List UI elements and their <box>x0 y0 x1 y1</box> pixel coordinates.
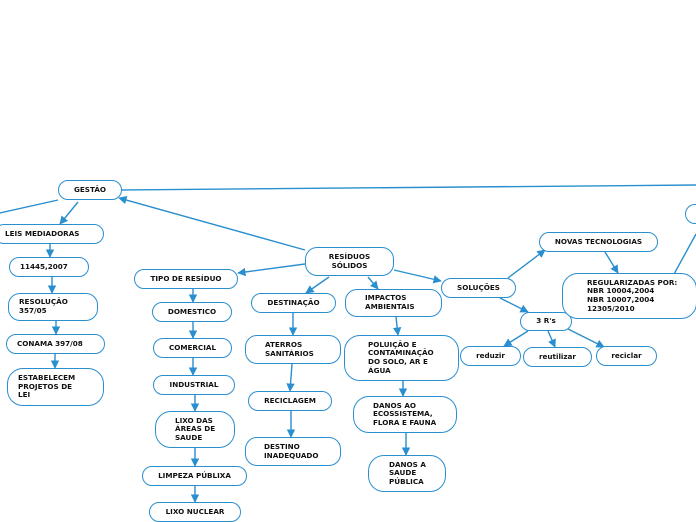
line-aterros-reciclagem <box>286 363 295 392</box>
line-residuos-impactos <box>367 276 379 290</box>
line-gestao-left <box>0 199 59 214</box>
node-novas-tecnologias[interactable]: NOVAS TECNOLOGIAS <box>539 232 658 252</box>
line-residuos-solucoes <box>393 269 442 284</box>
node-gestao[interactable]: GESTÃO <box>58 180 122 200</box>
node-resolucao-357[interactable]: RESOLUÇÃO 357/05 <box>8 293 98 321</box>
line-novas-regularizadas <box>604 251 619 274</box>
node-regularizadas[interactable]: REGULARIZADAS POR: NBR 10004,2004 NBR 10… <box>562 273 696 319</box>
node-limpeza-publica[interactable]: LIMPEZA PÚBLIXA <box>142 466 247 486</box>
node-reciclagem[interactable]: RECICLAGEM <box>248 391 332 411</box>
node-destino-inadequado[interactable]: DESTINO INADEQUADO <box>245 437 341 466</box>
node-destinacao[interactable]: DESTINAÇÃO <box>251 293 336 313</box>
node-impactos-ambientais[interactable]: IMPACTOS AMBIENTAIS <box>345 289 442 317</box>
line-3rs-reduzir <box>503 330 529 347</box>
node-lei-11445[interactable]: 11445,2007 <box>9 257 89 277</box>
node-danos-ecossistema[interactable]: DANOS AO ECOSSISTEMA, FLORA E FAUNA <box>353 396 457 433</box>
line-gestao-leis <box>59 201 79 225</box>
line-residuos-tipo <box>237 263 306 277</box>
node-industrial[interactable]: INDUSTRIAL <box>153 375 235 395</box>
line-residuos-destinacao <box>305 276 330 294</box>
line-solucoes-3rs <box>499 297 529 313</box>
line-3rs-reciclar <box>567 328 605 348</box>
node-reutilizar[interactable]: reutilizar <box>523 347 592 367</box>
node-lixo-nuclear[interactable]: LIXO NUCLEAR <box>149 502 241 522</box>
node-poluicao[interactable]: POLUIÇÃO E CONTAMINAÇÃO DO SOLO, AR E ÁG… <box>344 335 459 381</box>
node-lixo-areas-saude[interactable]: LIXO DAS ÁREAS DE SAUDE <box>155 411 235 448</box>
line-residuos-gestao <box>118 195 306 251</box>
node-estabelecem[interactable]: ESTABELECEM PROJETOS DE LEI <box>7 368 104 406</box>
node-comercial[interactable]: COMERCIAL <box>153 338 232 358</box>
node-leis-mediadoras[interactable]: LEIS MEDIADORAS <box>0 224 104 244</box>
node-conama-397[interactable]: CONAMA 397/08 <box>6 334 105 354</box>
node-reduzir[interactable]: reduzir <box>460 346 521 366</box>
line-solucoes-novas <box>507 249 546 279</box>
line-gestao-right <box>121 184 696 191</box>
line-impactos-poluicao <box>392 316 402 336</box>
node-3rs[interactable]: 3 R's <box>520 312 572 331</box>
node-reciclar[interactable]: reciclar <box>596 346 657 366</box>
node-residuos-solidos[interactable]: RESÍDUOS SÓLIDOS <box>305 247 394 276</box>
node-aterros-sanitarios[interactable]: ATERROS SANITÁRIOS <box>245 335 341 364</box>
node-solucoes[interactable]: SOLUÇÕES <box>441 278 516 298</box>
line-3rs-reutilizar <box>547 330 556 348</box>
node-domestico[interactable]: DOMESTICO <box>152 302 232 322</box>
node-danos-saude[interactable]: DANOS A SAUDE PÚBLICA <box>368 455 446 492</box>
node-tipo-de-residuo[interactable]: TIPO DE RESÍDUO <box>134 269 238 289</box>
